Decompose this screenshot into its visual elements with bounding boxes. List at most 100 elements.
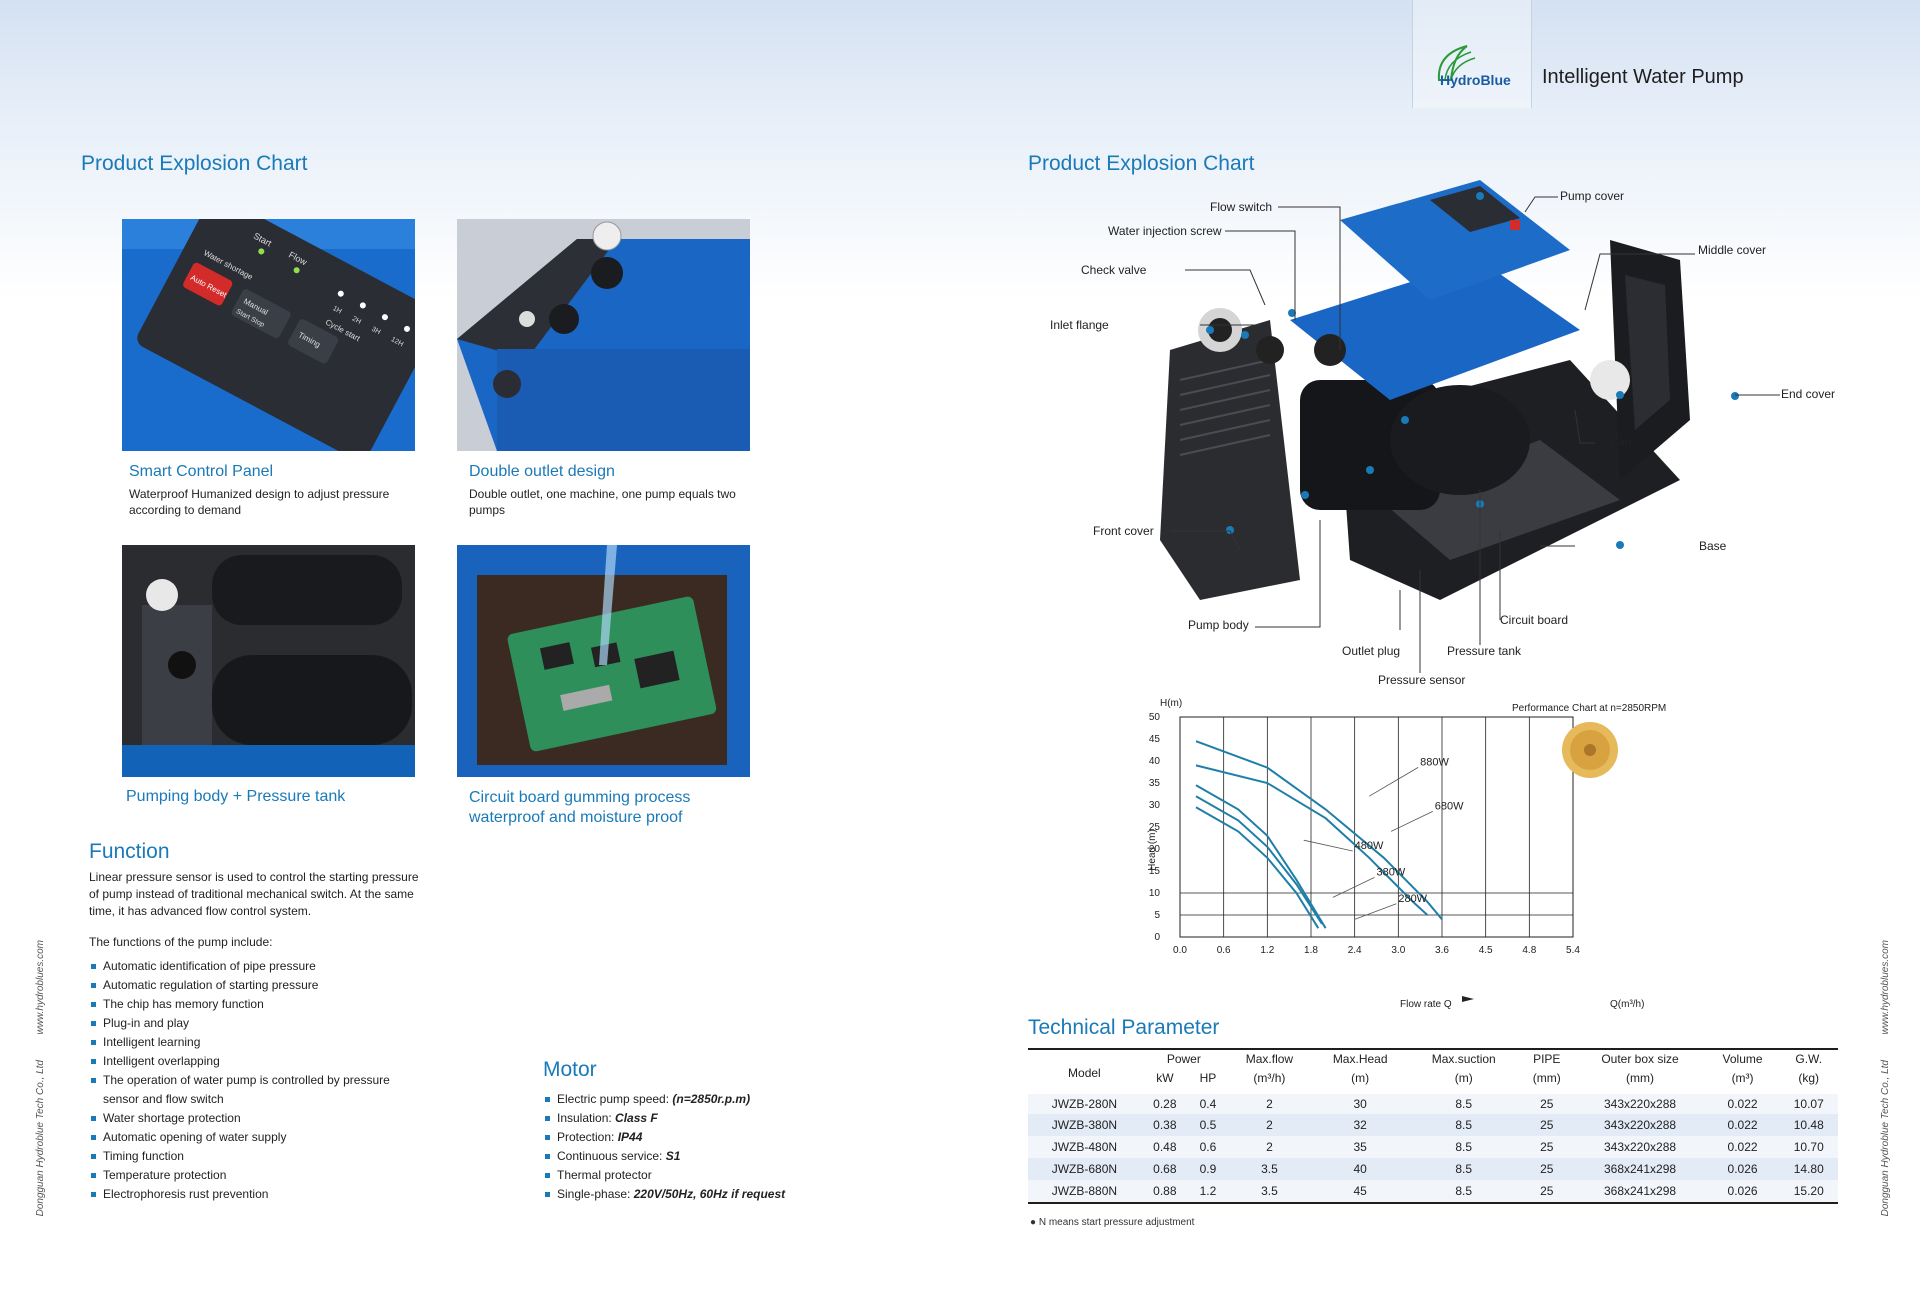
part-middle-cover: Middle cover bbox=[1698, 243, 1767, 257]
function-list-title: The functions of the pump include: bbox=[89, 935, 273, 949]
function-item: Plug-in and play bbox=[89, 1014, 429, 1033]
th-max-suction: Max.suction bbox=[1431, 1052, 1496, 1066]
chart-y-tick: 25 bbox=[1149, 822, 1161, 833]
th-pipe: PIPE bbox=[1533, 1052, 1561, 1066]
part-fan: Fan bbox=[1611, 435, 1632, 449]
chart-series-label: 480W bbox=[1355, 840, 1384, 852]
table-cell: 3.5 bbox=[1226, 1180, 1312, 1202]
function-item: The chip has memory function bbox=[89, 995, 429, 1014]
chart-x-tick: 0.0 bbox=[1173, 945, 1187, 956]
chart-x-tick: 3.6 bbox=[1435, 945, 1449, 956]
th-max-suction-unit: (m) bbox=[1454, 1071, 1473, 1085]
table-cell: 0.68 bbox=[1140, 1158, 1189, 1180]
table-cell: 8.5 bbox=[1408, 1180, 1520, 1202]
motor-item: Electric pump speed: (n=2850r.p.m) bbox=[543, 1090, 873, 1109]
chart-frame bbox=[1179, 716, 1574, 938]
part-outlet-plug: Outlet plug bbox=[1342, 644, 1401, 658]
table-cell: 15.20 bbox=[1779, 1180, 1838, 1202]
chart-series-leader bbox=[1369, 767, 1419, 797]
chart-series-leader bbox=[1303, 839, 1353, 852]
table-cell: 3.5 bbox=[1226, 1158, 1312, 1180]
table-cell: 40 bbox=[1311, 1158, 1409, 1180]
tech-footnote: ● N means start pressure adjustment bbox=[1030, 1217, 1195, 1228]
table-cell: 8.5 bbox=[1408, 1158, 1520, 1180]
table-cell: 343x220x288 bbox=[1574, 1136, 1706, 1158]
chart-x-unit: Q(m³/h) bbox=[1610, 999, 1644, 1010]
th-box: Outer box size bbox=[1601, 1052, 1679, 1066]
function-item: Intelligent learning bbox=[89, 1033, 429, 1052]
chart-y-tick: 0 bbox=[1154, 932, 1160, 943]
chart-y-tick: 15 bbox=[1149, 866, 1161, 877]
table-cell: 10.07 bbox=[1779, 1091, 1838, 1114]
table-cell: 10.70 bbox=[1779, 1136, 1838, 1158]
th-kw: kW bbox=[1156, 1071, 1174, 1085]
chart-x-label: Flow rate Q bbox=[1400, 999, 1452, 1010]
exploded-pump-illustration bbox=[1160, 180, 1739, 600]
table-cell: 8.5 bbox=[1408, 1136, 1520, 1158]
chart-y-tick: 50 bbox=[1149, 712, 1161, 723]
part-check-valve: Check valve bbox=[1081, 263, 1147, 277]
chart-y-label: Head (m) bbox=[1147, 829, 1158, 871]
chart-y-tick: 45 bbox=[1149, 734, 1161, 745]
function-item: Timing function bbox=[89, 1147, 429, 1166]
th-max-flow-unit: (m³/h) bbox=[1253, 1071, 1286, 1085]
th-max-flow: Max.flow bbox=[1245, 1052, 1294, 1066]
chart-series-leader bbox=[1390, 811, 1433, 832]
chart-x-tick: 3.0 bbox=[1391, 945, 1405, 956]
panel-t2-label: 2H bbox=[351, 315, 362, 325]
table-cell: 0.6 bbox=[1188, 1136, 1227, 1158]
chart-series-label: 380W bbox=[1377, 866, 1406, 878]
left-side-company: Dongguan Hydroblue Tech Co., Ltd bbox=[35, 1060, 46, 1217]
table-cell: JWZB-480N bbox=[1028, 1136, 1141, 1158]
chart-series-leader bbox=[1332, 877, 1375, 898]
chart-y-tick: 5 bbox=[1154, 910, 1160, 921]
table-cell: 0.38 bbox=[1140, 1114, 1189, 1136]
part-water-injection-screw: Water injection screw bbox=[1108, 224, 1222, 238]
chart-series-label: 880W bbox=[1420, 756, 1449, 768]
table-cell: 25 bbox=[1519, 1136, 1575, 1158]
pump-body-photo bbox=[122, 545, 415, 777]
chart-series-line bbox=[1195, 740, 1443, 921]
motor-title: Motor bbox=[543, 1058, 597, 1081]
motor-item: Insulation: Class F bbox=[543, 1109, 873, 1128]
th-gw: G.W. bbox=[1795, 1052, 1823, 1066]
table-cell: JWZB-680N bbox=[1028, 1158, 1141, 1180]
table-cell: 30 bbox=[1311, 1091, 1409, 1114]
performance-chart: Performance Chart at n=2850RPM H(m) Head… bbox=[1147, 698, 1666, 1010]
part-front-cover: Front cover bbox=[1093, 524, 1154, 538]
table-cell: 343x220x288 bbox=[1574, 1114, 1706, 1136]
table-cell: 14.80 bbox=[1779, 1158, 1838, 1180]
th-max-head: Max.Head bbox=[1332, 1052, 1388, 1066]
part-flow-switch: Flow switch bbox=[1210, 200, 1273, 214]
table-cell: 0.026 bbox=[1705, 1180, 1780, 1202]
smart-control-panel-photo: Start Flow Water shortage Auto Reset Man… bbox=[122, 219, 415, 451]
logo-box bbox=[1412, 0, 1532, 108]
chart-series-label: 680W bbox=[1435, 800, 1464, 812]
impeller-icon bbox=[1562, 722, 1618, 778]
function-title: Function bbox=[89, 840, 170, 863]
table-cell: 45 bbox=[1311, 1180, 1409, 1202]
th-volume: Volume bbox=[1722, 1052, 1763, 1066]
table-cell: 0.4 bbox=[1188, 1091, 1227, 1114]
left-side-url: www.hydroblues.com bbox=[35, 940, 46, 1035]
feature-title-2: Double outlet design bbox=[469, 463, 615, 480]
table-cell: 10.48 bbox=[1779, 1114, 1838, 1136]
function-intro: Linear pressure sensor is used to contro… bbox=[89, 870, 419, 918]
function-item: Intelligent overlapping bbox=[89, 1052, 429, 1071]
table-cell: 368x241x298 bbox=[1574, 1180, 1706, 1202]
table-cell: 0.026 bbox=[1705, 1158, 1780, 1180]
chart-y-tick: 30 bbox=[1149, 800, 1161, 811]
feature-text-2: Double outlet, one machine, one pump equ… bbox=[469, 487, 736, 517]
chart-series-line bbox=[1195, 764, 1429, 916]
table-cell: 2 bbox=[1226, 1114, 1312, 1136]
table-cell: 0.48 bbox=[1140, 1136, 1189, 1158]
chart-series-label: 280W bbox=[1398, 893, 1427, 905]
th-hp: HP bbox=[1199, 1071, 1217, 1085]
double-outlet-photo bbox=[457, 219, 750, 451]
table-cell: 343x220x288 bbox=[1574, 1091, 1706, 1114]
part-pressure-tank: Pressure tank bbox=[1447, 644, 1522, 658]
hydroblue-logo-icon bbox=[1437, 45, 1476, 81]
table-cell: 25 bbox=[1519, 1158, 1575, 1180]
